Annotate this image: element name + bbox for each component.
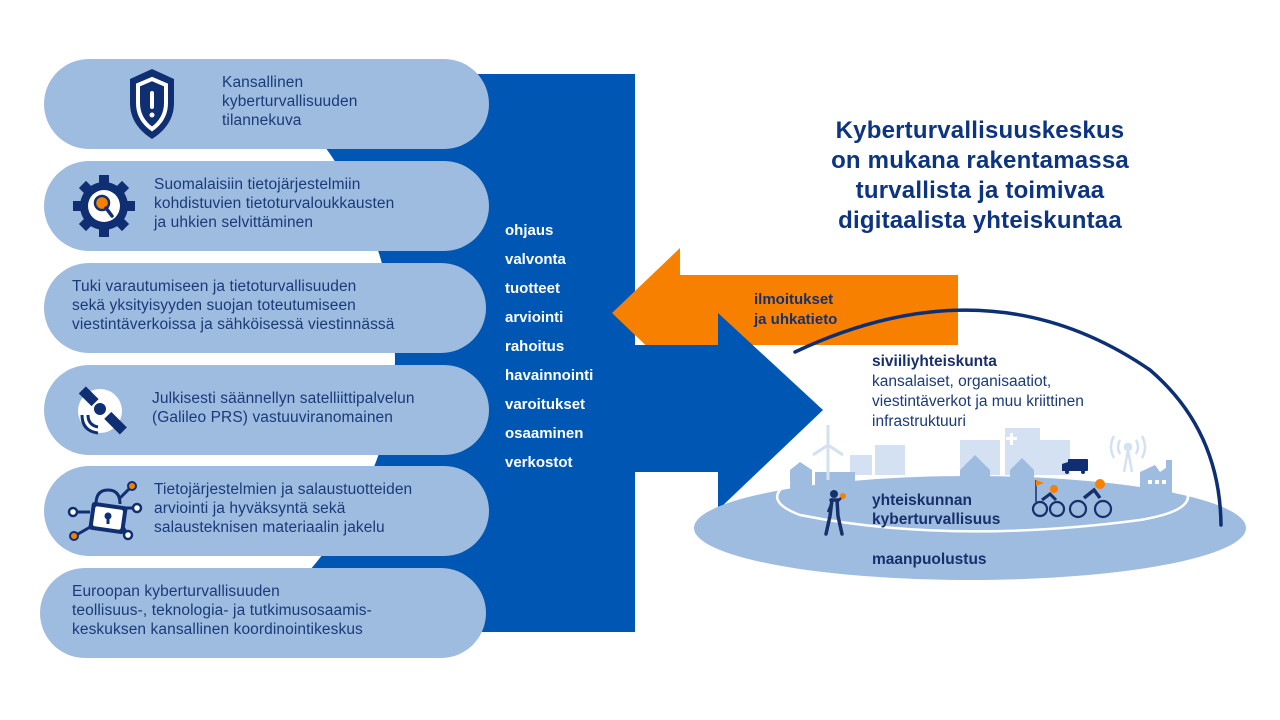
service-item: arviointi xyxy=(505,309,564,326)
pill-crypto-approval: Tietojärjestelmien ja salaustuotteiden a… xyxy=(44,466,489,556)
national-defense-label: maanpuolustus xyxy=(872,551,987,568)
pill-text: Suomalaisiin tietojärjestelmiin kohdistu… xyxy=(154,176,395,231)
civil-society-line: viestintäverkot ja muu kriittinen xyxy=(872,393,1084,410)
orange-arrow xyxy=(612,248,958,378)
civil-society-line: kansalaiset, organisaatiot, xyxy=(872,373,1052,390)
pill-galileo-prs: Julkisesti säännellyn satelliittipalvelu… xyxy=(44,365,489,455)
service-item: tuotteet xyxy=(505,280,560,297)
service-item: havainnointi xyxy=(505,367,594,384)
cyber-line1: yhteiskunnan xyxy=(872,492,972,509)
service-item: valvonta xyxy=(505,251,566,268)
gear-magnifier-icon xyxy=(73,175,135,237)
service-item: rahoitus xyxy=(505,338,565,355)
skyline xyxy=(850,428,1070,475)
civil-society-line: infrastruktuuri xyxy=(872,413,966,430)
dome-arc xyxy=(793,308,1223,527)
pill-situational-awareness: Kansallinen kyberturvallisuuden tilannek… xyxy=(44,59,489,149)
cyber-line2: kyberturvallisuus xyxy=(872,511,1001,528)
orange-arrow-line2: ja uhkatieto xyxy=(754,311,838,328)
services-list: ohjaus valvonta tuotteet arviointi rahoi… xyxy=(505,221,593,482)
pill-eccc-coordination: Euroopan kyberturvallisuuden teollisuus-… xyxy=(40,568,486,658)
civil-society-title: siviiliyhteiskunta xyxy=(872,353,997,370)
shield-warning-icon xyxy=(130,69,174,139)
satellite-icon xyxy=(78,386,127,435)
pill-text: Tuki varautumiseen ja tietoturvallisuude… xyxy=(72,278,395,333)
blue-arrow xyxy=(635,313,823,510)
civil-society-block: siviiliyhteiskunta kansalaiset, organisa… xyxy=(872,352,1084,432)
pill-text: Tietojärjestelmien ja salaustuotteiden a… xyxy=(154,481,413,536)
headline: Kyberturvallisuuskeskus on mukana rakent… xyxy=(831,117,1129,234)
antenna-icon xyxy=(1109,435,1147,473)
service-item: osaaminen xyxy=(505,425,584,442)
wind-turbine-icon xyxy=(812,425,844,480)
orange-arrow-label: ilmoitukset ja uhkatieto xyxy=(754,290,837,330)
pill-incident-investigation: Suomalaisiin tietojärjestelmiin kohdistu… xyxy=(44,161,489,251)
cyclists-icon xyxy=(1031,480,1113,519)
service-item: varoitukset xyxy=(505,396,586,413)
society-cybersecurity-label: yhteiskunnan kyberturvallisuus xyxy=(872,491,1000,529)
pill-text: Euroopan kyberturvallisuuden teollisuus-… xyxy=(72,583,372,638)
orange-arrow-line1: ilmoitukset xyxy=(754,291,834,308)
network-lock-icon xyxy=(67,481,143,541)
track-line xyxy=(776,480,1190,533)
service-item: ohjaus xyxy=(505,222,554,239)
truck-icon xyxy=(1062,459,1088,474)
service-item: verkostot xyxy=(505,454,573,471)
pill-text: Julkisesti säännellyn satelliittipalvelu… xyxy=(152,390,415,426)
pill-preparedness-support: Tuki varautumiseen ja tietoturvallisuude… xyxy=(44,263,486,353)
pill-text: Kansallinen kyberturvallisuuden tilannek… xyxy=(222,74,358,129)
